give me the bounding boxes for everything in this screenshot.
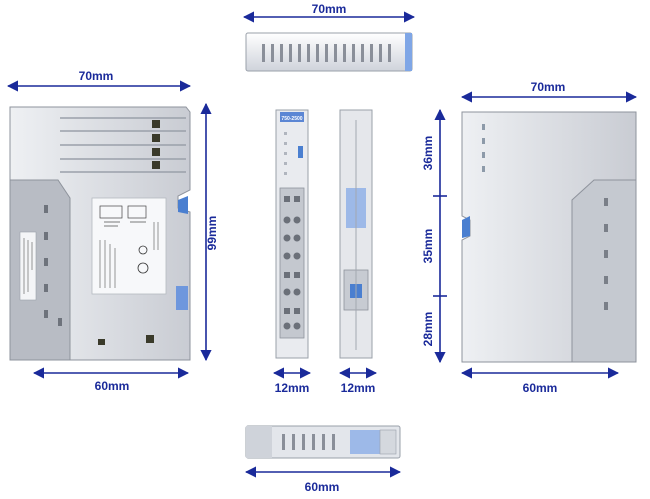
- front-view-terminal-holes: [283, 196, 301, 330]
- top-view-housing: [245, 32, 413, 72]
- ul-mark-icon: [137, 262, 149, 274]
- front-view-part-number: 750-2500: [281, 116, 302, 122]
- right-side-upper-slots: [482, 124, 485, 172]
- left-side-din-clip: [178, 196, 188, 214]
- right-side-front-panel: [571, 179, 637, 363]
- front-width-label: 12mm: [275, 381, 310, 395]
- top-view-blue-edge: [405, 33, 412, 71]
- right-side-middle-label: 35mm: [421, 229, 435, 264]
- left-side-front-panel: [9, 179, 71, 361]
- front-view-marker-strip: [298, 146, 303, 158]
- right-side-view: 70mm 36mm 35mm 28mm 60mm: [421, 80, 638, 395]
- top-view-vent-slots: [262, 44, 391, 62]
- front-view: 750-2500 12mm: [272, 109, 312, 395]
- top-view: 70mm: [242, 2, 416, 72]
- back-view: 12mm: [338, 109, 378, 395]
- front-view-terminal-block: [279, 187, 305, 339]
- right-side-lower-label: 28mm: [421, 312, 435, 347]
- back-width-label: 12mm: [341, 381, 376, 395]
- left-side-product-label: [91, 197, 167, 295]
- left-side-ribs: [60, 117, 186, 173]
- bottom-view: 60mm: [244, 425, 402, 494]
- right-side-width-label: 70mm: [531, 80, 566, 94]
- bottom-view-width-label: 60mm: [305, 480, 340, 494]
- left-side-label-text-lines: [99, 222, 159, 288]
- left-side-height-label: 99mm: [205, 216, 219, 251]
- front-view-led-indicators: [284, 132, 287, 175]
- left-side-panel-sticker-text: [23, 238, 33, 294]
- left-side-depth-label: 60mm: [95, 379, 130, 393]
- left-side-panel-slots: [44, 205, 62, 326]
- bottom-view-vent-slots: [282, 434, 335, 450]
- left-side-view: 70mm: [6, 69, 219, 393]
- bottom-view-blue-insert: [350, 430, 380, 454]
- left-side-bottom-blue-edge: [176, 286, 188, 310]
- right-side-depth-label: 60mm: [523, 381, 558, 395]
- right-side-din-clip: [462, 216, 470, 238]
- bottom-view-latch: [379, 429, 397, 455]
- right-side-upper-label: 36mm: [421, 136, 435, 171]
- bottom-view-end-block: [246, 426, 272, 458]
- left-side-label-circuit: [99, 205, 147, 227]
- left-side-width-label: 70mm: [79, 69, 114, 83]
- front-view-part-number-tag: [280, 112, 304, 122]
- left-side-contact-marks: [98, 120, 160, 345]
- top-view-width-label: 70mm: [312, 2, 347, 16]
- right-side-panel-slots: [604, 198, 608, 310]
- ce-mark-icon: [138, 245, 148, 255]
